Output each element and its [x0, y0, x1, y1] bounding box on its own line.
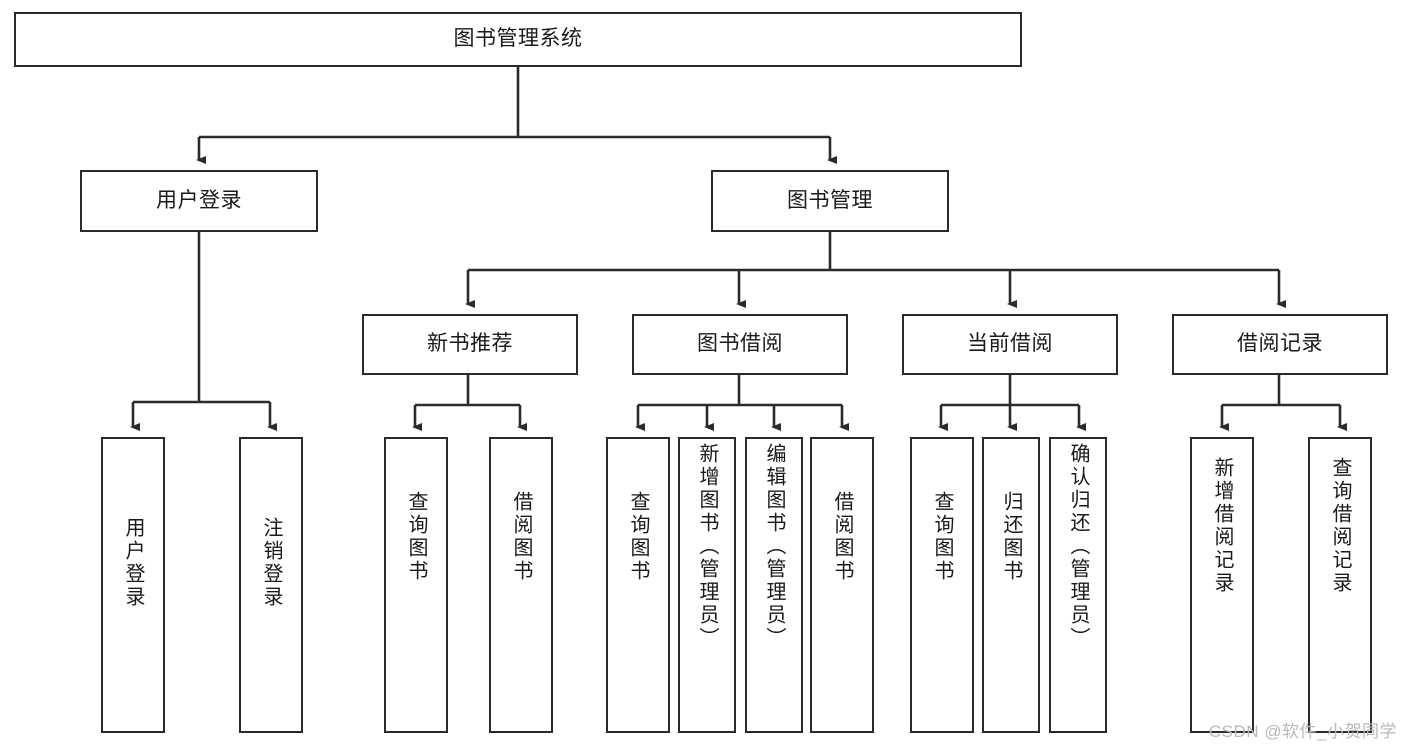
- leaf-borrow-add-book[interactable]: 新增图书（管理员）: [678, 437, 736, 733]
- node-root[interactable]: 图书管理系统: [14, 12, 1022, 67]
- watermark: CSDN @软件_小贺同学: [1208, 722, 1397, 741]
- node-new-book-recommend[interactable]: 新书推荐: [362, 314, 578, 375]
- leaf-user-login-logout-label: 注销登录: [260, 517, 282, 609]
- node-book-management[interactable]: 图书管理: [711, 170, 949, 232]
- leaf-record-query-record-label: 查询借阅记录: [1329, 457, 1351, 595]
- leaf-borrow-borrow-book[interactable]: 借阅图书: [810, 437, 874, 733]
- leaf-user-login-login-label: 用户登录: [122, 517, 144, 609]
- leaf-current-confirm-return[interactable]: 确认归还（管理员）: [1049, 437, 1107, 733]
- node-borrow-record-label: 借阅记录: [1237, 332, 1323, 356]
- node-current-borrow-label: 当前借阅: [967, 332, 1053, 356]
- leaf-recommend-borrow-book-label: 借阅图书: [510, 491, 532, 583]
- leaf-record-add-record[interactable]: 新增借阅记录: [1190, 437, 1254, 733]
- node-new-book-recommend-label: 新书推荐: [427, 332, 513, 356]
- node-root-label: 图书管理系统: [453, 27, 583, 51]
- leaf-user-login-login[interactable]: 用户登录: [101, 437, 165, 733]
- leaf-recommend-query-book-label: 查询图书: [405, 491, 427, 583]
- leaf-borrow-borrow-book-label: 借阅图书: [831, 491, 853, 583]
- leaf-user-login-logout[interactable]: 注销登录: [239, 437, 303, 733]
- leaf-borrow-query-book-label: 查询图书: [627, 491, 649, 583]
- leaf-record-query-record[interactable]: 查询借阅记录: [1308, 437, 1372, 733]
- leaf-borrow-add-book-label: 新增图书（管理员）: [696, 443, 718, 650]
- node-user-login[interactable]: 用户登录: [80, 170, 318, 232]
- leaf-current-query-book[interactable]: 查询图书: [910, 437, 974, 733]
- leaf-borrow-edit-book[interactable]: 编辑图书（管理员）: [745, 437, 803, 733]
- leaf-current-query-book-label: 查询图书: [931, 491, 953, 583]
- leaf-current-confirm-return-label: 确认归还（管理员）: [1067, 443, 1089, 650]
- leaf-current-return-book[interactable]: 归还图书: [982, 437, 1040, 733]
- node-current-borrow[interactable]: 当前借阅: [902, 314, 1118, 375]
- node-book-borrow[interactable]: 图书借阅: [632, 314, 848, 375]
- leaf-record-add-record-label: 新增借阅记录: [1211, 457, 1233, 595]
- node-borrow-record[interactable]: 借阅记录: [1172, 314, 1388, 375]
- leaf-borrow-query-book[interactable]: 查询图书: [606, 437, 670, 733]
- node-user-login-label: 用户登录: [156, 188, 242, 212]
- leaf-current-return-book-label: 归还图书: [1000, 491, 1022, 583]
- node-book-management-label: 图书管理: [787, 188, 873, 212]
- node-book-borrow-label: 图书借阅: [697, 332, 783, 356]
- leaf-recommend-query-book[interactable]: 查询图书: [384, 437, 448, 733]
- leaf-recommend-borrow-book[interactable]: 借阅图书: [489, 437, 553, 733]
- leaf-borrow-edit-book-label: 编辑图书（管理员）: [763, 443, 785, 650]
